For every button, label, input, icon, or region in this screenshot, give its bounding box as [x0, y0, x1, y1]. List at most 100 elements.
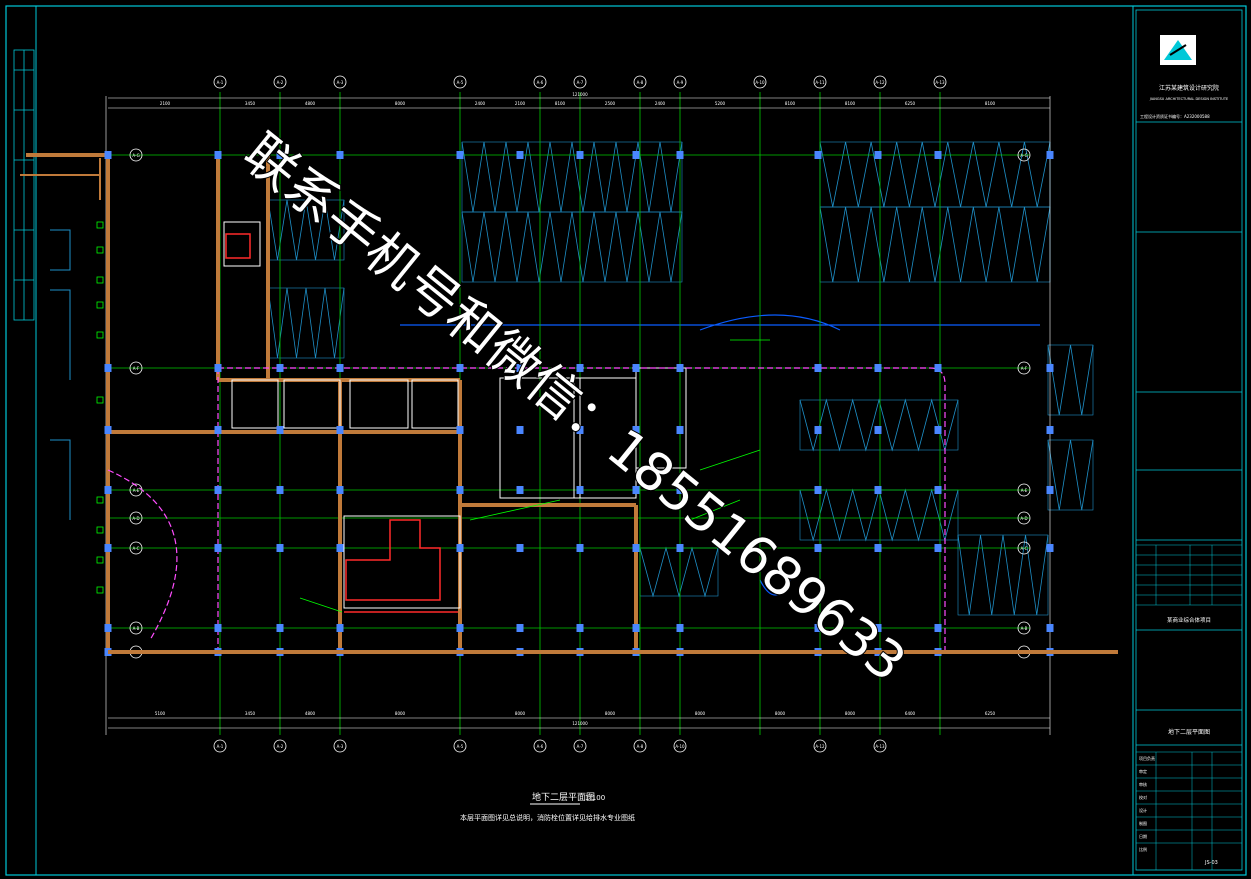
- column: [104, 426, 112, 434]
- approval-row-label: 审定: [1139, 768, 1147, 774]
- column: [104, 364, 112, 372]
- column: [814, 426, 822, 434]
- side-marker: [96, 301, 104, 309]
- parking-block: [639, 547, 719, 597]
- title-block: 江苏某建筑设计研究院 JIANGSU ARCHITECTURAL DESIGN …: [1135, 9, 1243, 871]
- column: [214, 486, 222, 494]
- dimension-text: 2100: [160, 101, 171, 106]
- column: [276, 624, 284, 632]
- column: [676, 544, 684, 552]
- column: [576, 151, 584, 159]
- approval-row-label: 设计: [1139, 807, 1147, 813]
- column: [1046, 544, 1054, 552]
- drawing-number: JS-03: [1204, 860, 1218, 866]
- column: [632, 624, 640, 632]
- approval-row-label: 制图: [1139, 820, 1147, 826]
- column: [814, 624, 822, 632]
- grid-label: A-1: [217, 744, 224, 749]
- grid-label: A-E: [1021, 488, 1028, 493]
- column: [874, 364, 882, 372]
- column: [676, 426, 684, 434]
- grid-bubble-side: A-G: [1017, 148, 1031, 162]
- grid-bubble-side: A-C: [129, 541, 143, 555]
- column: [516, 624, 524, 632]
- drawing-scale: 1:100: [585, 794, 605, 802]
- grid-bubble-side: A-C: [1017, 541, 1031, 555]
- grid-bubble-bottom: A-2: [273, 739, 287, 753]
- parking-stall-pattern: [819, 206, 1051, 283]
- dimension-text: 8000: [515, 711, 526, 716]
- grid-bubble-bottom: A-10: [673, 739, 687, 753]
- column: [214, 151, 222, 159]
- side-parking: [50, 229, 71, 520]
- column: [1046, 426, 1054, 434]
- grid-label: A-13: [935, 80, 945, 85]
- column: [676, 364, 684, 372]
- annotation-leaders: [299, 339, 770, 613]
- column: [632, 151, 640, 159]
- grid-bubble-top: A-7: [573, 75, 587, 89]
- grid-bubble-bottom: A-7: [573, 739, 587, 753]
- column: [214, 544, 222, 552]
- column: [934, 544, 942, 552]
- grid-bubble-bottom: A-13: [873, 739, 887, 753]
- dimension-text: 8000: [845, 711, 856, 716]
- grid-bubble-top: A-12: [873, 75, 887, 89]
- grid-label: A-D: [132, 516, 139, 521]
- grid-bubble-top: A-6: [533, 75, 547, 89]
- column: [934, 364, 942, 372]
- column: [814, 364, 822, 372]
- dimension-total: 121000: [572, 92, 588, 97]
- column: [1046, 151, 1054, 159]
- grid-label: A-6: [537, 744, 544, 749]
- column: [336, 624, 344, 632]
- grid-bubble-side: A-B: [1017, 621, 1031, 635]
- column: [516, 426, 524, 434]
- grid-label: A-9: [677, 80, 684, 85]
- approval-row-label: 日期: [1139, 833, 1147, 839]
- approval-row-label: 比例: [1139, 846, 1147, 852]
- grid-bubble-top: A-1: [213, 75, 227, 89]
- column: [336, 426, 344, 434]
- column: [276, 426, 284, 434]
- side-marker: [96, 331, 104, 339]
- dimension-text: 8100: [785, 101, 796, 106]
- grid-bubble-bottom: A-8: [633, 739, 647, 753]
- grid-label: A-10: [755, 80, 765, 85]
- parking-block: [461, 141, 683, 213]
- dimension-text: 2100: [515, 101, 526, 106]
- side-marker: [96, 526, 104, 534]
- column: [874, 151, 882, 159]
- side-marker: [96, 396, 104, 404]
- side-marker: [96, 496, 104, 504]
- approval-row-label: 校对: [1139, 794, 1147, 800]
- column: [632, 364, 640, 372]
- column: [104, 151, 112, 159]
- column: [576, 624, 584, 632]
- left-margin-table: [13, 49, 35, 321]
- grid-label: A-2: [277, 744, 284, 749]
- grid-bubble-top: A-13: [933, 75, 947, 89]
- side-marker: [96, 586, 104, 594]
- dimension-total: 121000: [572, 721, 588, 726]
- side-marker: [96, 276, 104, 284]
- dimension-text: 4800: [305, 711, 316, 716]
- parking-block: [819, 206, 1051, 283]
- column: [632, 426, 640, 434]
- drawing-title: 地下二层平面图: [532, 791, 595, 803]
- column: [1046, 364, 1054, 372]
- side-marker: [96, 246, 104, 254]
- column: [814, 544, 822, 552]
- dimension-text: 2500: [605, 101, 616, 106]
- grid-bubble-side: A-G: [129, 148, 143, 162]
- grid-label: A-13: [875, 744, 885, 749]
- column: [516, 486, 524, 494]
- grid-label: A-F: [1021, 366, 1028, 371]
- grid-bubble-bottom: A-12: [813, 739, 827, 753]
- parking-stall-pattern: [799, 488, 959, 542]
- column: [336, 151, 344, 159]
- parking-stall-pattern: [461, 211, 683, 283]
- grid-label: A-7: [577, 80, 584, 85]
